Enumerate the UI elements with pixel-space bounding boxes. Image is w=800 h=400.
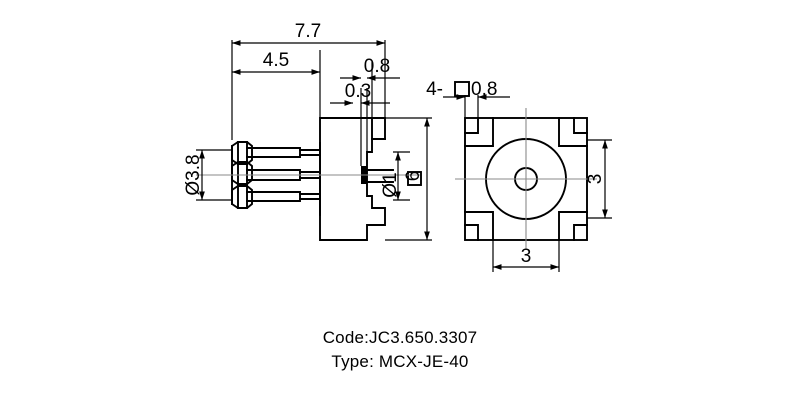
dim-flange-diameter: Ø3.8 — [183, 154, 204, 195]
side-view-square-marker — [407, 171, 422, 186]
dim-tab-width: 0.8 — [364, 56, 390, 77]
center-lines — [196, 108, 597, 250]
square-symbol-icon — [454, 81, 470, 97]
dim-hole-size: 0.8 — [471, 79, 497, 100]
front-view-corner-notches — [464, 117, 588, 241]
dimension-lines — [196, 40, 612, 272]
dim-pitch-horizontal: 3 — [521, 246, 532, 267]
dimension-texts: 7.7 4.5 0.8 0.3 Ø3.8 6 Ø1 4- 0.8 3 3 — [183, 21, 606, 267]
dim-hole-count: 4- — [426, 79, 443, 100]
dim-center-pin-diameter: Ø1 — [380, 172, 401, 197]
dim-body-height: 6 — [403, 171, 424, 182]
side-view-upper-notch — [371, 117, 386, 140]
part-code-label: Code:JC3.650.3307 — [322, 328, 478, 347]
dim-tab-thickness: 0.3 — [345, 81, 371, 102]
dim-body-offset: 4.5 — [263, 50, 289, 71]
dim-pitch-vertical: 3 — [585, 174, 606, 185]
part-type-label: Type: MCX-JE-40 — [331, 352, 469, 371]
side-view-body-outline — [319, 117, 386, 241]
side-view-pins — [231, 141, 321, 209]
dim-overall-length: 7.7 — [295, 21, 321, 42]
